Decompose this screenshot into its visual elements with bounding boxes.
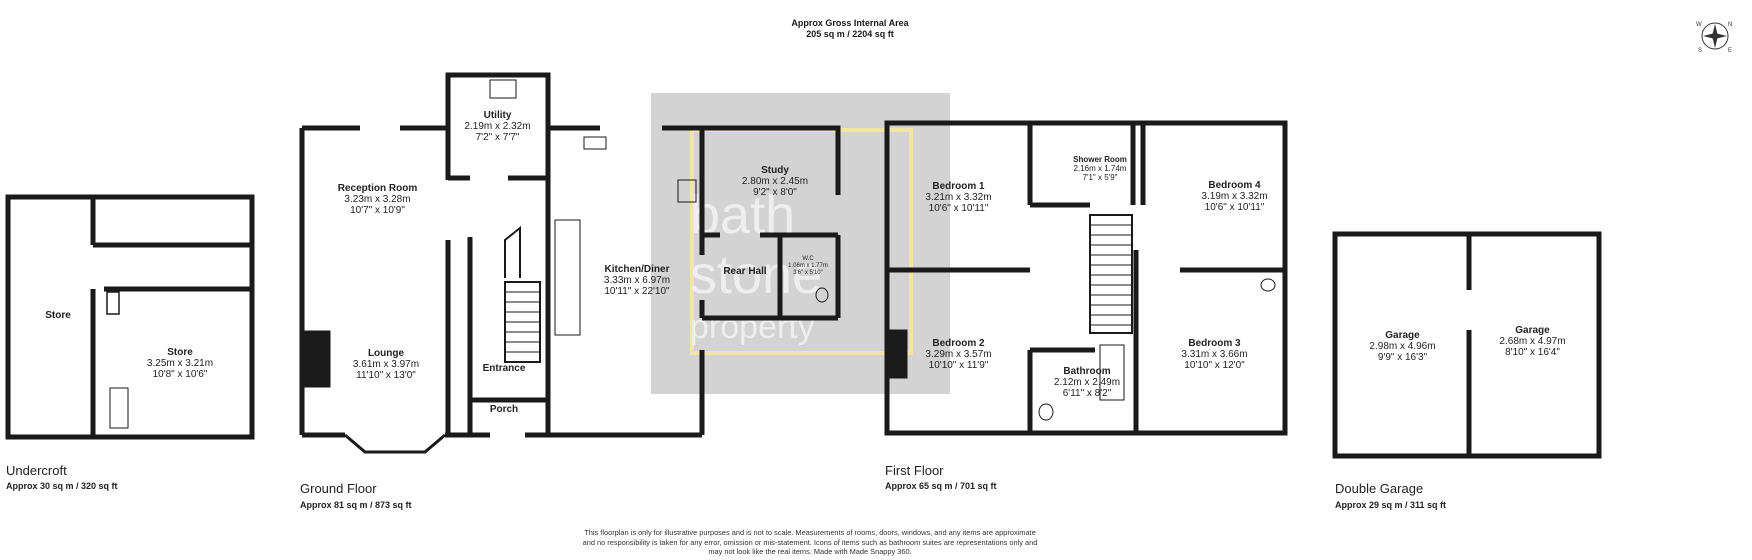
first-floor-plan <box>884 120 1288 436</box>
floor-area-garage: Approx 29 sq m / 311 sq ft <box>1335 500 1447 510</box>
garage-plan <box>1332 231 1602 459</box>
room-bathroom: Bathroom 2.12m x 2.49m 6'11" x 8'2" <box>1053 366 1121 399</box>
disclaimer-line-3: may not look like the real items. Made w… <box>708 547 912 557</box>
floor-label-first: First Floor <box>885 463 944 478</box>
room-garage-1: Garage 2.98m x 4.96m 9'9" x 16'3" <box>1369 330 1436 363</box>
room-bedroom-3: Bedroom 3 3.31m x 3.66m 10'10" x 12'0" <box>1181 338 1248 371</box>
svg-text:E: E <box>1728 48 1732 54</box>
room-bedroom-2: Bedroom 2 3.29m x 3.57m 10'10" x 11'9" <box>925 338 992 371</box>
svg-text:stone: stone <box>690 245 822 305</box>
compass-icon: N E S W <box>1696 22 1732 54</box>
disclaimer-line-2: and no responsibility is taken for any e… <box>582 537 1038 547</box>
floor-label-garage: Double Garage <box>1335 481 1424 496</box>
floor-area-ground: Approx 81 sq m / 873 sq ft <box>300 500 412 510</box>
room-entrance: Entrance <box>482 363 526 374</box>
floor-label-ground: Ground Floor <box>300 481 377 496</box>
room-wc: W.C 1.06m x 1.77m 3'6" x 5'10" <box>788 256 828 276</box>
room-shower: Shower Room 2.16m x 1.74m 7'1" x 5'9" <box>1073 155 1127 182</box>
svg-text:S: S <box>1698 48 1702 54</box>
room-store-right: Store 3.25m x 3.21m 10'8" x 10'6" <box>146 347 214 380</box>
room-bedroom-1: Bedroom 1 3.21m x 3.32m 10'6" x 10'11" <box>925 181 992 214</box>
room-reception: Reception Room 3.23m x 3.28m 10'7" x 10'… <box>337 183 418 216</box>
gia-value: 205 sq m / 2204 sq ft <box>806 29 894 39</box>
undercroft-plan <box>5 194 255 440</box>
floor-area-undercroft: Approx 30 sq m / 320 sq ft <box>6 481 118 491</box>
svg-text:property: property <box>690 308 815 346</box>
room-study: Study 2.80m x 2.45m 9'2" x 8'0" <box>741 165 809 198</box>
room-store-left: Store <box>45 310 71 321</box>
room-kitchen: Kitchen/Diner 3.33m x 6.97m 10'11" x 22'… <box>603 264 671 297</box>
room-rear-hall: Rear Hall <box>723 266 767 277</box>
room-bedroom-4: Bedroom 4 3.19m x 3.32m 10'6" x 10'11" <box>1201 180 1268 213</box>
svg-text:W: W <box>1696 22 1702 28</box>
floor-area-first: Approx 65 sq m / 701 sq ft <box>885 481 997 491</box>
floor-label-undercroft: Undercroft <box>6 463 67 478</box>
room-utility: Utility 2.19m x 2.32m 7'2" x 7'7" <box>464 110 531 143</box>
ground-floor-plan <box>299 72 841 454</box>
gia-title: Approx Gross Internal Area <box>791 18 909 28</box>
room-garage-2: Garage 2.68m x 4.97m 8'10" x 16'4" <box>1499 325 1566 358</box>
gross-internal-area: Approx Gross Internal Area 205 sq m / 22… <box>700 18 1000 40</box>
room-porch: Porch <box>489 404 519 415</box>
svg-text:N: N <box>1728 22 1732 28</box>
room-lounge: Lounge 3.61m x 3.97m 11'10" x 13'0" <box>352 348 420 381</box>
disclaimer-line-1: This floorplan is only for illustrative … <box>584 528 1036 537</box>
disclaimer: This floorplan is only for illustrative … <box>530 528 1090 557</box>
